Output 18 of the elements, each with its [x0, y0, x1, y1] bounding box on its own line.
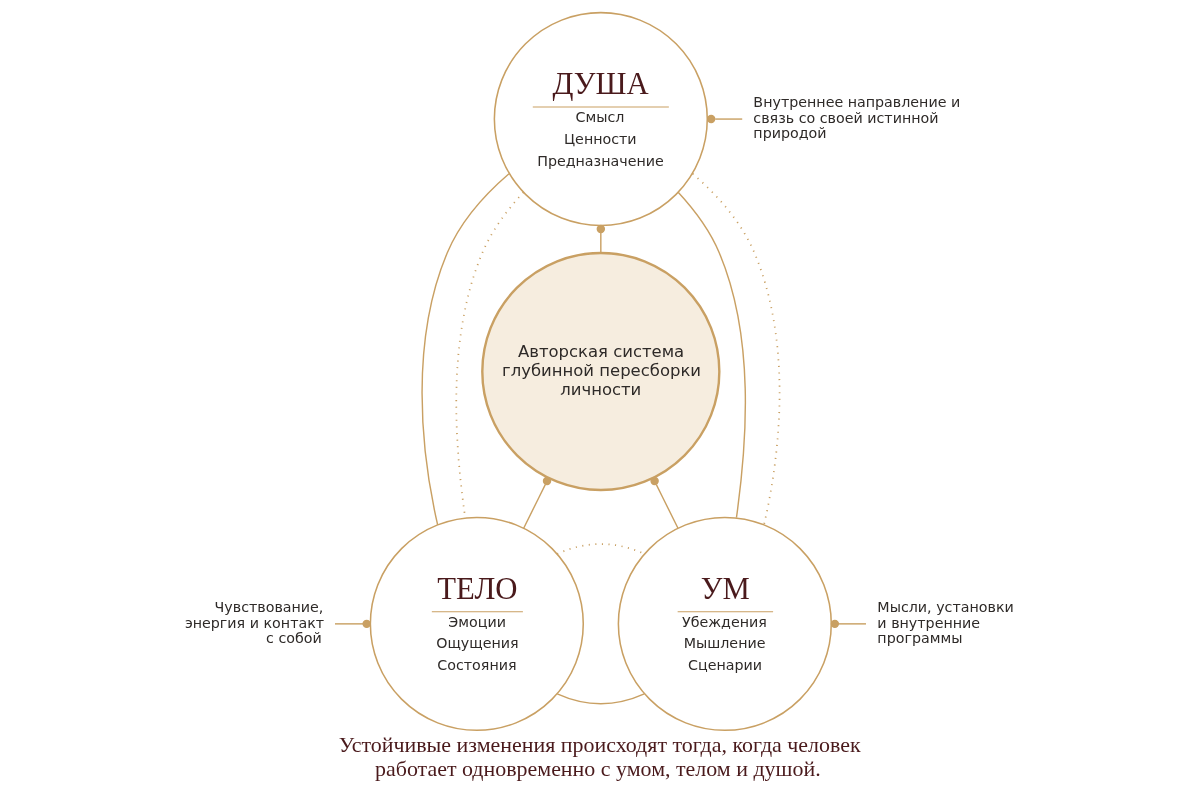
connector	[691, 172, 781, 526]
connector	[596, 224, 606, 254]
node-circle: Авторская система глубинной пересборки личности	[481, 251, 721, 492]
node-text: Внутреннее направление и связь со своей истинной природой	[753, 94, 961, 142]
connector	[706, 114, 743, 124]
connector	[334, 619, 371, 629]
connector	[650, 476, 679, 529]
connector	[677, 191, 747, 519]
node-text: Мысли, установки и внутренние программы	[877, 599, 1014, 646]
node-circle: ТЕЛО Эмоции Ощущения Состояния	[369, 516, 585, 732]
node-circle: ДУША Смысл Ценности Предназначение	[493, 11, 709, 227]
node-circle: УМ Убеждения Мышление Сценарии	[617, 516, 833, 732]
node-text: Чувствование, энергия и контакт с собой	[184, 599, 325, 646]
caption: Устойчивые изменения происходят тогда, когда человек работает одновременно с умом, телом и душой.	[338, 732, 861, 782]
connector	[830, 619, 867, 629]
connector	[421, 173, 510, 526]
connector	[556, 693, 645, 705]
connector	[522, 476, 552, 529]
